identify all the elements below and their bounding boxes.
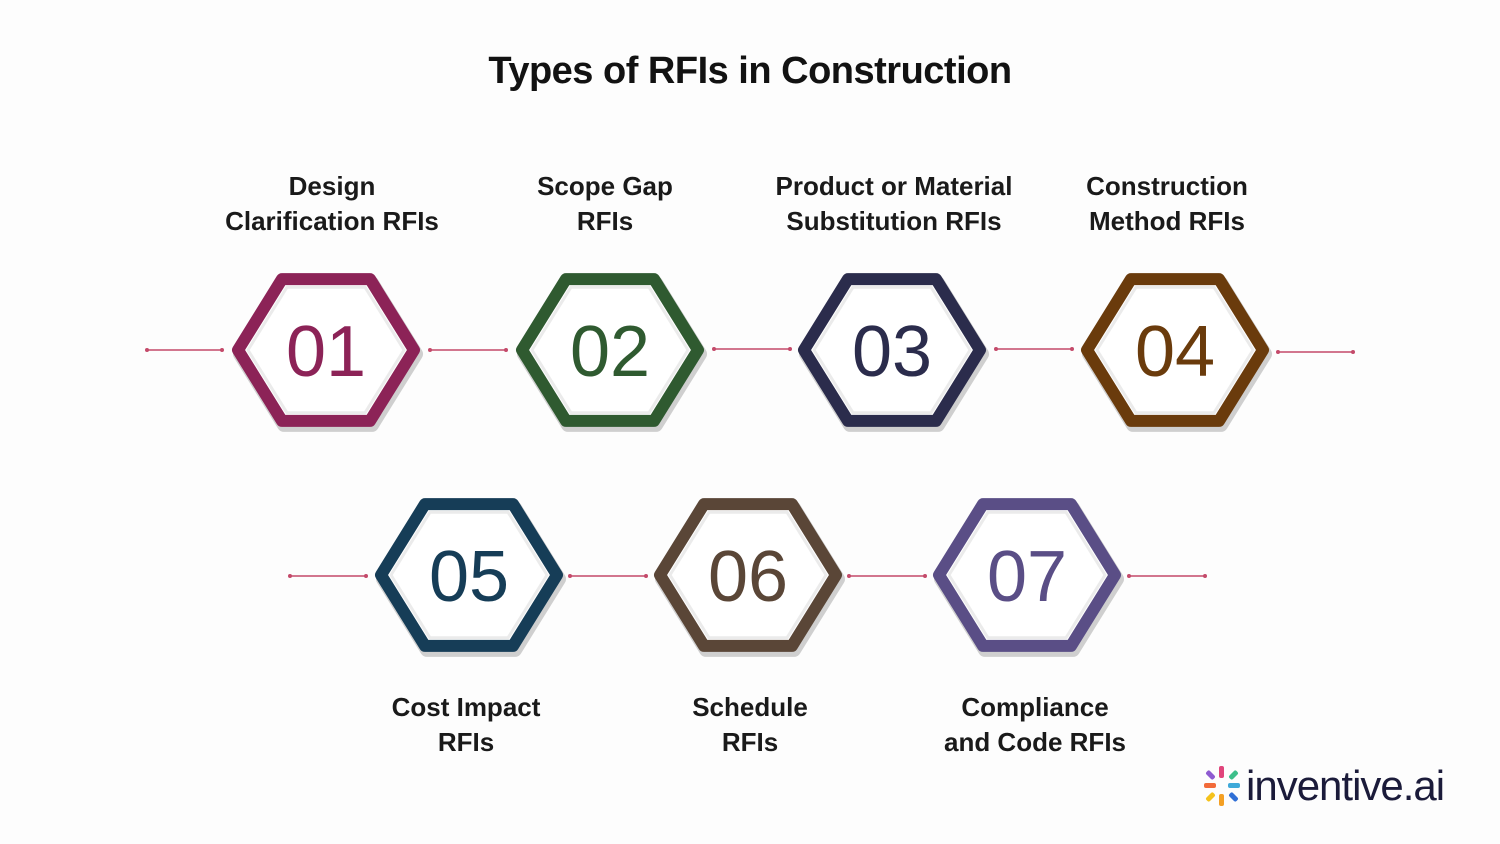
connector-dot [220, 348, 224, 352]
logo-text: inventive.ai [1246, 762, 1445, 809]
hexagon-04: 04 [1081, 273, 1272, 432]
label-scope-gap: Scope Gap RFIs [455, 169, 755, 239]
label-line2: RFIs [721, 727, 779, 757]
hexagon-07: 07 [933, 498, 1124, 657]
label-design-clarification: Design Clarification RFIs [182, 169, 482, 239]
label-construction-method: Construction Method RFIs [1017, 169, 1317, 239]
brand-logo: inventive.ai [1202, 760, 1445, 812]
hexagon-01: 01 [232, 273, 423, 432]
label-line1: Schedule [692, 692, 808, 722]
hexagon-05: 05 [375, 498, 566, 657]
connector-dot [847, 574, 851, 578]
connector-dot [644, 574, 648, 578]
hexagon-02: 02 [516, 273, 707, 432]
connector-dot [1203, 574, 1207, 578]
hexagon-inner [1095, 285, 1255, 415]
connector-dot [428, 348, 432, 352]
label-line1: Compliance [961, 692, 1109, 722]
label-line2: Clarification RFIs [225, 206, 439, 236]
hexagon-inner [947, 510, 1107, 640]
connector-dot [788, 347, 792, 351]
hexagon-number: 07 [987, 537, 1067, 617]
label-line2: Method RFIs [1089, 206, 1245, 236]
connector-dot [145, 348, 149, 352]
hexagon-inner [812, 285, 972, 415]
connector-dot [364, 574, 368, 578]
label-line1: Product or Material [775, 171, 1013, 201]
connector-dot [923, 574, 927, 578]
connector-dot [994, 347, 998, 351]
hexagon-06: 06 [654, 498, 845, 657]
connector-dot [504, 348, 508, 352]
connector-dot [1351, 350, 1355, 354]
connector-lines [145, 347, 1355, 578]
hexagon-inner [246, 285, 406, 415]
label-product-substitution: Product or Material Substitution RFIs [744, 169, 1044, 239]
hexagon-inner [389, 510, 549, 640]
hexagon-03: 03 [798, 273, 989, 432]
page-title: Types of RFIs in Construction [488, 50, 1012, 92]
label-line2: RFIs [576, 206, 634, 236]
label-line1: Cost Impact [391, 692, 541, 722]
label-line2: RFIs [437, 727, 495, 757]
connector-dot [568, 574, 572, 578]
connector-dot [1276, 350, 1280, 354]
hexagon-number: 04 [1135, 312, 1215, 392]
connector-dot [712, 347, 716, 351]
label-line1: Construction [1086, 171, 1248, 201]
connector-dot [1127, 574, 1131, 578]
connector-dot [288, 574, 292, 578]
hexagon-inner [668, 510, 828, 640]
hexagon-number: 01 [286, 312, 366, 392]
logo-mark-icon [1204, 766, 1240, 806]
hexagon-group: 01 02 03 04 05 06 07 [232, 273, 1272, 657]
label-line1: Scope Gap [537, 171, 673, 201]
label-compliance-code: Compliance and Code RFIs [885, 690, 1185, 760]
hexagon-number: 03 [852, 312, 932, 392]
connector-dot [1070, 347, 1074, 351]
hexagon-number: 02 [570, 312, 650, 392]
label-line2: and Code RFIs [943, 727, 1126, 757]
label-line2: Substitution RFIs [786, 206, 1002, 236]
label-line1: Design [288, 171, 376, 201]
label-schedule: Schedule RFIs [600, 690, 900, 760]
label-cost-impact: Cost Impact RFIs [316, 690, 616, 760]
hexagon-inner [530, 285, 690, 415]
hexagon-number: 05 [429, 537, 509, 617]
hexagon-number: 06 [708, 537, 788, 617]
